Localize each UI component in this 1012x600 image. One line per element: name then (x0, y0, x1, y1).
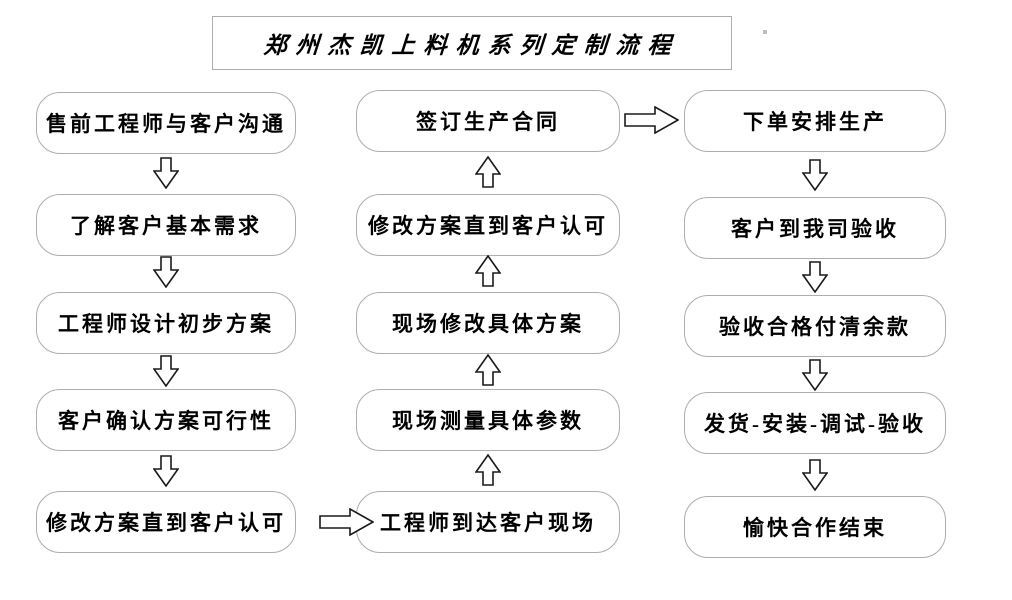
flow-step-revise-until-approved: 修改方案直到客户认可 (36, 491, 296, 553)
down-arrow-icon (153, 256, 179, 288)
up-arrow-icon (475, 156, 501, 188)
down-arrow-icon (802, 359, 828, 391)
flow-step-confirm-feasibility: 客户确认方案可行性 (36, 389, 296, 451)
flow-step-measure-parameters: 现场测量具体参数 (356, 389, 620, 451)
flow-step-sign-contract: 签订生产合同 (356, 90, 620, 152)
down-arrow-icon (153, 157, 179, 189)
down-arrow-icon (153, 355, 179, 387)
flowchart-title-box: 郑州杰凯上料机系列定制流程 (212, 16, 732, 70)
flow-step-engineer-arrives-onsite: 工程师到达客户现场 (356, 491, 620, 553)
down-arrow-icon (802, 459, 828, 491)
up-arrow-icon (475, 454, 501, 486)
flow-step-pay-balance: 验收合格付清余款 (684, 295, 946, 357)
flow-step-modify-onsite-plan: 现场修改具体方案 (356, 292, 620, 354)
page-title: 郑州杰凯上料机系列定制流程 (262, 33, 681, 58)
flow-step-understand-needs: 了解客户基本需求 (36, 194, 296, 256)
up-arrow-icon (475, 354, 501, 386)
flow-step-place-order: 下单安排生产 (684, 90, 946, 152)
right-arrow-icon (319, 508, 374, 536)
flow-step-customer-acceptance: 客户到我司验收 (684, 197, 946, 259)
flow-step-cooperation-end: 愉快合作结束 (684, 496, 946, 558)
down-arrow-icon (153, 455, 179, 487)
up-arrow-icon (475, 255, 501, 287)
right-arrow-icon (624, 106, 679, 134)
flow-step-onsite-revise-until-approved: 修改方案直到客户认可 (356, 194, 620, 256)
flow-step-presales-communication: 售前工程师与客户沟通 (36, 92, 296, 154)
flow-step-ship-install-debug-accept: 发货-安装-调试-验收 (684, 392, 946, 454)
down-arrow-icon (802, 159, 828, 191)
flow-step-design-draft-plan: 工程师设计初步方案 (36, 292, 296, 354)
down-arrow-icon (802, 261, 828, 293)
stray-dot (763, 30, 767, 34)
